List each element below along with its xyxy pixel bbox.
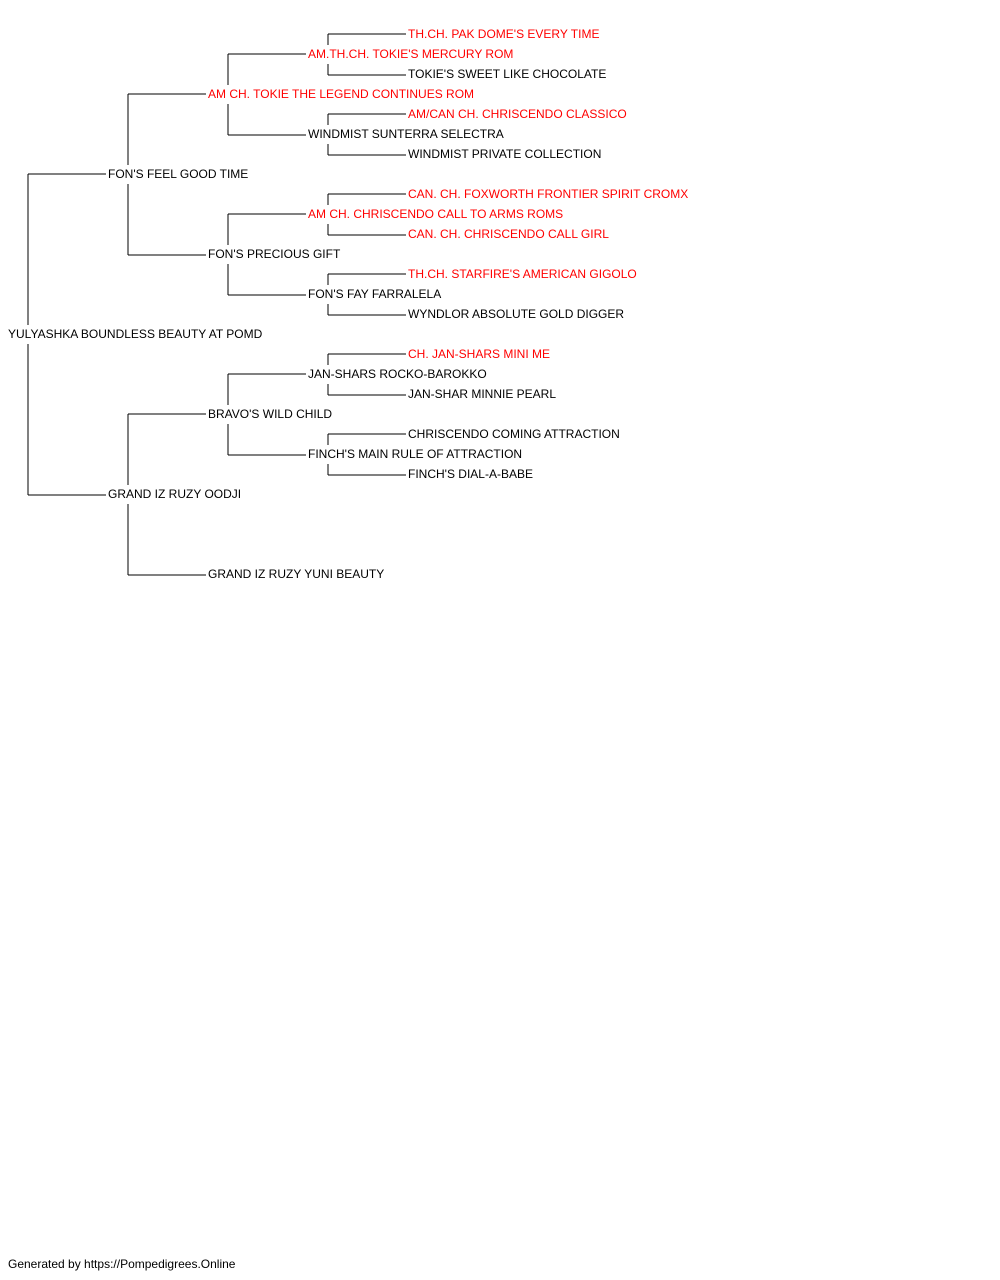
dog-name-gen-3[interactable]: JAN-SHARS ROCKO-BAROKKO: [308, 367, 487, 381]
dog-name-gen-4[interactable]: WINDMIST PRIVATE COLLECTION: [408, 147, 601, 161]
dog-name-gen-4[interactable]: TH.CH. PAK DOME'S EVERY TIME: [408, 27, 599, 41]
dog-name-gen-4[interactable]: AM/CAN CH. CHRISCENDO CLASSICO: [408, 107, 627, 121]
dog-name-gen-2[interactable]: AM CH. TOKIE THE LEGEND CONTINUES ROM: [208, 87, 474, 101]
dog-name-gen-4[interactable]: CAN. CH. CHRISCENDO CALL GIRL: [408, 227, 609, 241]
dog-name-gen-4[interactable]: CHRISCENDO COMING ATTRACTION: [408, 427, 620, 441]
dog-name-gen-4[interactable]: WYNDLOR ABSOLUTE GOLD DIGGER: [408, 307, 624, 321]
dog-name-gen-3[interactable]: WINDMIST SUNTERRA SELECTRA: [308, 127, 504, 141]
dog-name-gen-1[interactable]: FON'S FEEL GOOD TIME: [108, 167, 248, 181]
dog-name-gen-3[interactable]: FINCH'S MAIN RULE OF ATTRACTION: [308, 447, 522, 461]
dog-name-gen-4[interactable]: TOKIE'S SWEET LIKE CHOCOLATE: [408, 67, 606, 81]
dog-name-gen-4[interactable]: CAN. CH. FOXWORTH FRONTIER SPIRIT CROMX: [408, 187, 688, 201]
dog-name-gen-3[interactable]: AM CH. CHRISCENDO CALL TO ARMS ROMS: [308, 207, 563, 221]
dog-name-gen-4[interactable]: FINCH'S DIAL-A-BABE: [408, 467, 533, 481]
dog-name-gen-4[interactable]: CH. JAN-SHARS MINI ME: [408, 347, 550, 361]
dog-name-gen-2[interactable]: GRAND IZ RUZY YUNI BEAUTY: [208, 567, 384, 581]
dog-name-gen-1[interactable]: GRAND IZ RUZY OODJI: [108, 487, 241, 501]
dog-name-gen-0[interactable]: YULYASHKA BOUNDLESS BEAUTY AT POMD: [8, 327, 263, 341]
dog-name-gen-2[interactable]: BRAVO'S WILD CHILD: [208, 407, 332, 421]
footer-credit: Generated by https://Pompedigrees.Online: [8, 1257, 236, 1271]
dog-name-gen-2[interactable]: FON'S PRECIOUS GIFT: [208, 247, 341, 261]
dog-name-gen-4[interactable]: JAN-SHAR MINNIE PEARL: [408, 387, 556, 401]
dog-name-gen-3[interactable]: FON'S FAY FARRALELA: [308, 287, 441, 301]
dog-name-gen-4[interactable]: TH.CH. STARFIRE'S AMERICAN GIGOLO: [408, 267, 637, 281]
pedigree-tree: YULYASHKA BOUNDLESS BEAUTY AT POMD FON'S …: [8, 27, 688, 581]
dog-name-gen-3[interactable]: AM.TH.CH. TOKIE'S MERCURY ROM: [308, 47, 513, 61]
